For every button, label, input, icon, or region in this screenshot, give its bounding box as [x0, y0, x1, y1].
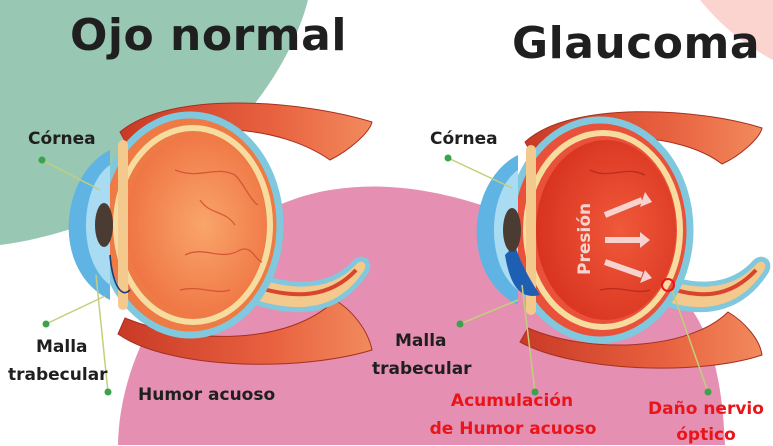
label-humor-acuoso: Humor acuoso — [138, 385, 276, 405]
glaucoma-eye — [476, 111, 771, 369]
dot-malla-glaucoma — [456, 320, 464, 328]
label-acumulacion-2: de Humor acuoso — [429, 419, 597, 439]
dot-humor-normal — [104, 388, 112, 396]
label-malla-normal-2: trabecular — [8, 365, 108, 385]
label-cornea-normal: Córnea — [28, 129, 96, 149]
normal-optic-nerve — [236, 256, 371, 313]
title-ojo-normal: Ojo normal — [70, 10, 347, 61]
pressure-arrows — [603, 192, 652, 283]
label-malla-normal-1: Malla — [36, 337, 88, 357]
label-dano-2: óptico — [676, 425, 736, 445]
label-dano-1: Daño nervio — [648, 399, 764, 419]
normal-eye — [68, 102, 373, 365]
peach-corner-blob — [700, 0, 773, 60]
dot-dano — [704, 388, 712, 396]
normal-pupil — [95, 203, 113, 247]
dot-acumulacion — [531, 388, 539, 396]
label-presion: Presión — [575, 203, 595, 275]
label-malla-glaucoma-1: Malla — [395, 331, 447, 351]
dot-cornea-normal — [38, 156, 46, 164]
glaucoma-bottom-muscle — [519, 311, 763, 369]
glaucoma-optic-nerve — [646, 256, 771, 313]
label-presion-wrapper: Presión — [575, 203, 595, 275]
dot-malla-normal — [42, 320, 50, 328]
glaucoma-pupil — [503, 208, 521, 252]
label-cornea-glaucoma: Córnea — [430, 129, 498, 149]
normal-bottom-muscle — [117, 299, 373, 365]
title-glaucoma: Glaucoma — [512, 18, 761, 69]
label-acumulacion-1: Acumulación — [450, 391, 574, 411]
fluid-accumulation — [505, 245, 540, 296]
label-malla-glaucoma-2: trabecular — [372, 359, 472, 379]
optic-damage-marker — [661, 278, 675, 292]
dot-cornea-glaucoma — [444, 154, 452, 162]
